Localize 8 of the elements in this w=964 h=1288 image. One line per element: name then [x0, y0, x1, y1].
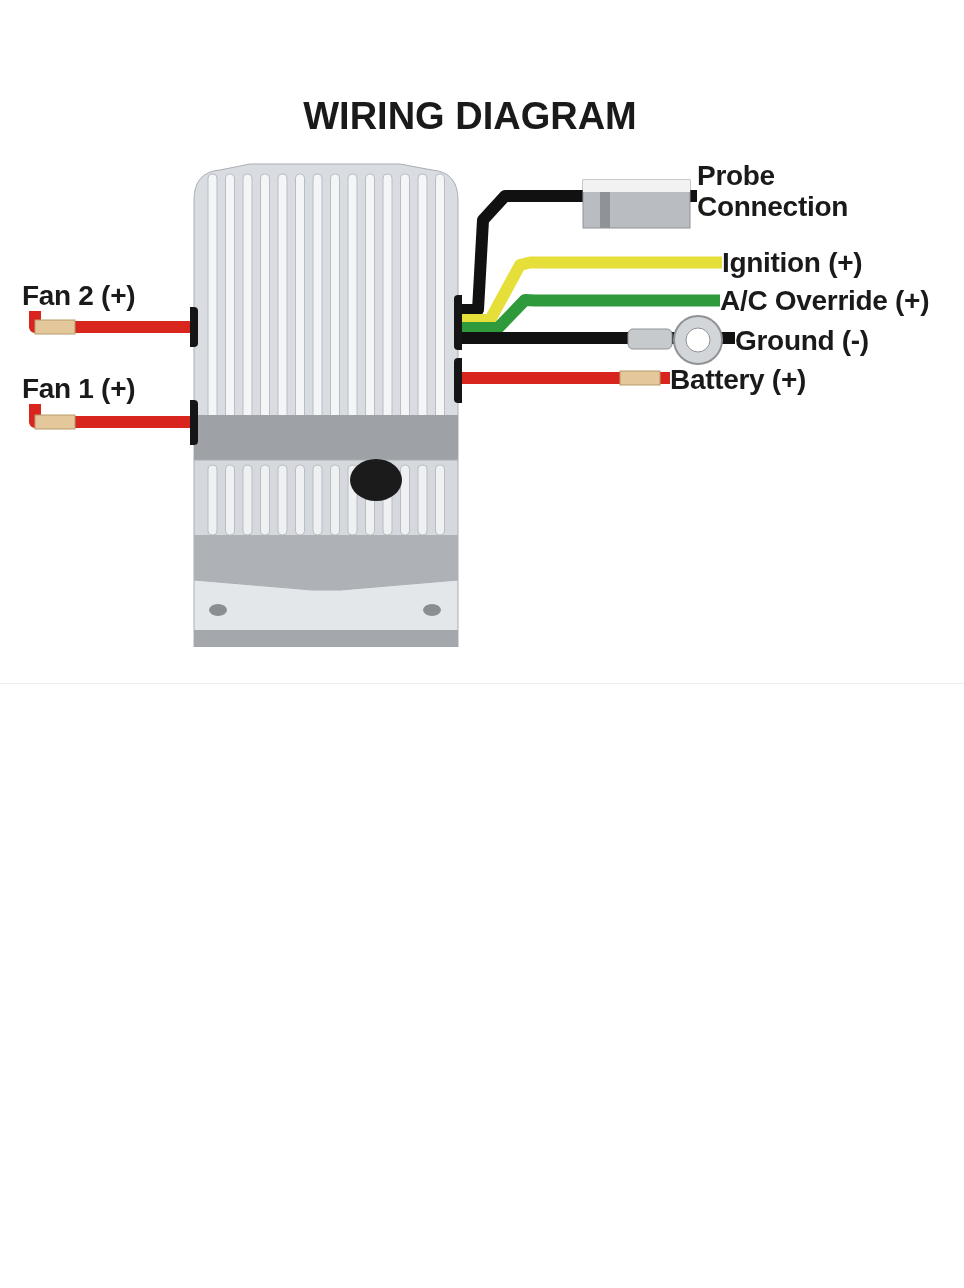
- diagram-title: WIRING DIAGRAM: [302, 95, 638, 138]
- wire-label: Ground (-): [735, 325, 869, 356]
- wire-label: Battery (+): [670, 364, 806, 395]
- wire-label: A/C Override (+): [720, 285, 930, 316]
- wire-label: Fan 2 (+): [22, 280, 136, 311]
- wire-label: Fan 1 (+): [22, 373, 136, 404]
- wire-label: Ignition (+): [722, 247, 863, 278]
- wire-label: Probe Connection: [697, 160, 897, 222]
